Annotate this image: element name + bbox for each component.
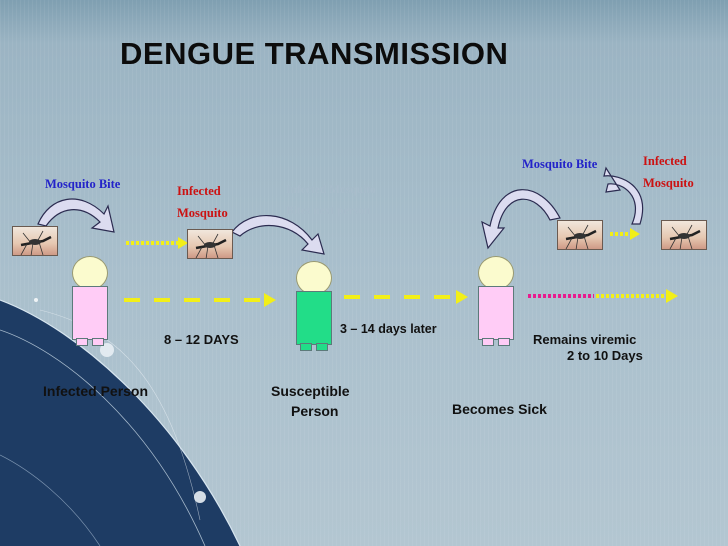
person-head [478,256,514,290]
curved-arrow-icon [603,166,643,225]
infected-label: Infected [643,154,687,168]
person-head [72,256,108,290]
susceptible-person-figure [292,261,336,351]
susceptible-label: Susceptible [271,383,350,399]
later-days-label: 3 – 14 days later [340,322,437,336]
dashed-arrow-icon [124,293,276,307]
person-leg [316,343,328,351]
curved-arrow-icon [231,214,325,255]
faded-label-line2: Bites next person [286,205,371,217]
person-head [296,261,332,295]
remains-viremic-label: Remains viremic [533,332,637,347]
person-body [296,291,332,345]
dotted-arrow-icon [610,228,640,240]
viremic-days-label: 2 to 10 Days [567,348,643,363]
incubation-days-label: 8 – 12 DAYS [164,332,239,347]
mosquito-bite-label: Mosquito Bite [522,157,598,171]
curved-arrow-icon [481,189,561,250]
dashed-arrow-icon [344,290,468,304]
infected-person-label: Infected Person [43,383,149,399]
infected-label: Infected [177,184,221,198]
mosquito-label: Mosquito [177,206,228,220]
becomes-sick-label: Becomes Sick [452,401,547,417]
mosquito-bite-label: Mosquito Bite [45,177,121,191]
mosquito-photo-icon [187,229,233,259]
dotted-arrow-icon [528,289,678,303]
mosquito-photo-icon [557,220,603,250]
mosquito-label: Mosquito [643,176,694,190]
person-leg [92,338,104,346]
page-title: DENGUE TRANSMISSION [120,36,509,71]
person-body [478,286,514,340]
mosquito-photo-icon [661,220,707,250]
person-body [72,286,108,340]
person-leg [482,338,494,346]
person-leg [300,343,312,351]
mosquito-photo-icon [12,226,58,256]
sick-person-figure [474,256,518,346]
person-leg [76,338,88,346]
faded-label-line1: Infected Mosquito [286,184,376,196]
person-label: Person [291,403,339,419]
dotted-arrow-icon [126,237,188,249]
infected-person-figure [68,256,112,346]
person-leg [498,338,510,346]
curved-arrow-icon [37,198,115,233]
